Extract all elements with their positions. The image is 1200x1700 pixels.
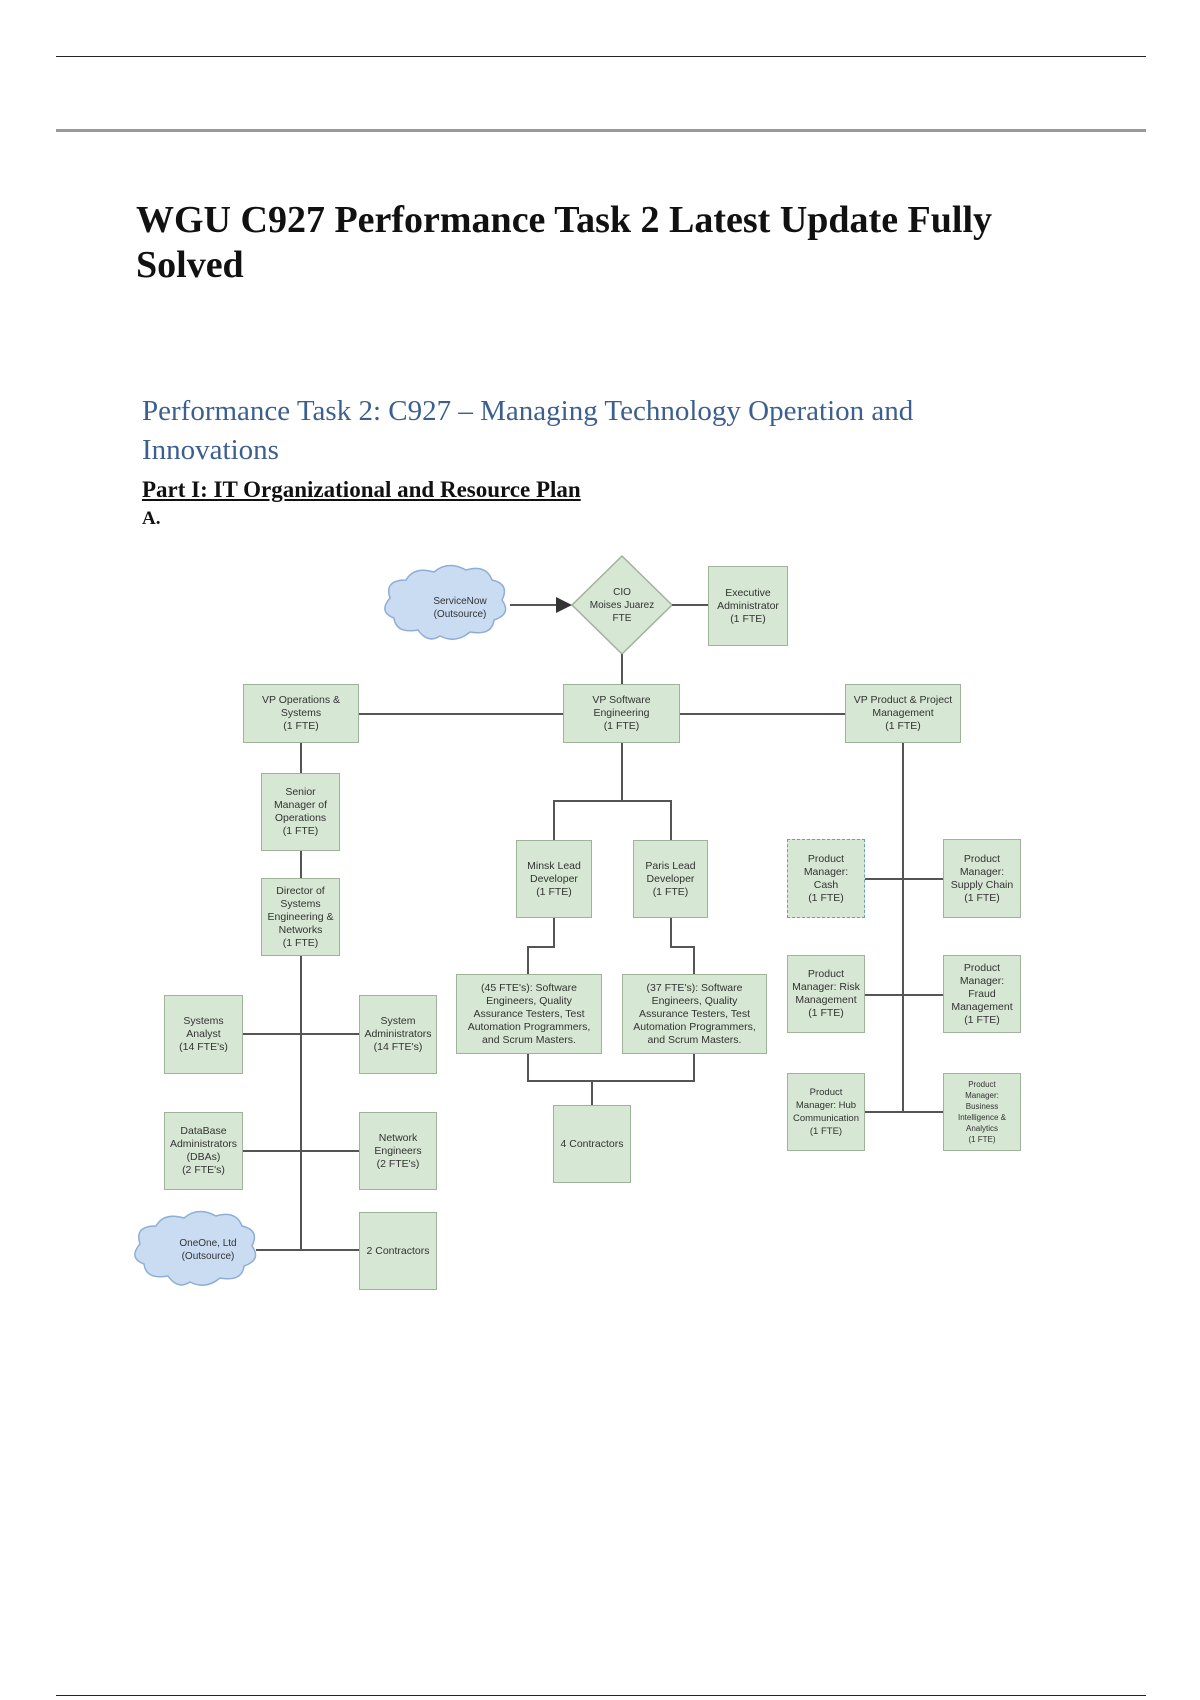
vp-software-node: VP Software Engineering (1 FTE)	[563, 684, 680, 743]
section-letter: A.	[142, 508, 161, 529]
oneone-outsource: OneOne, Ltd (Outsource)	[179, 1238, 237, 1262]
minsk-lead-node: Minsk Lead Developer (1 FTE)	[516, 840, 592, 918]
four-contractors-node: 4 Contractors	[553, 1105, 631, 1183]
pm-bi-node: Product Manager: Business Intelligence &…	[943, 1073, 1021, 1151]
system-admins-node: System Administrators (14 FTE's)	[359, 995, 437, 1074]
header-rule	[56, 129, 1146, 132]
two-contractors-node: 2 Contractors	[359, 1212, 437, 1290]
bottom-rule	[56, 1695, 1146, 1696]
vp-ops-node: VP Operations & Systems (1 FTE)	[243, 684, 359, 743]
minsk-team-node: (45 FTE's): Software Engineers, Quality …	[456, 974, 602, 1054]
vp-product-node: VP Product & Project Management (1 FTE)	[845, 684, 961, 743]
servicenow-outsource: ServiceNow (Outsource)	[433, 596, 487, 620]
document-subtitle: Performance Task 2: C927 – Managing Tech…	[142, 395, 914, 466]
pm-hub-node: Product Manager: Hub Communication (1 FT…	[787, 1073, 865, 1151]
systems-analyst-node: Systems Analyst (14 FTE's)	[164, 995, 243, 1074]
pm-supply-chain-node: Product Manager: Supply Chain (1 FTE)	[943, 839, 1021, 918]
network-engineers-node: Network Engineers (2 FTE's)	[359, 1112, 437, 1190]
senior-manager-ops-node: Senior Manager of Operations (1 FTE)	[261, 773, 340, 851]
oneone-cloud	[134, 1210, 257, 1286]
document-title: WGU C927 Performance Task 2 Latest Updat…	[136, 199, 993, 286]
pm-cash-node: Product Manager: Cash (1 FTE)	[787, 839, 865, 918]
paris-lead-node: Paris Lead Developer (1 FTE)	[633, 840, 708, 918]
part-heading: Part I: IT Organizational and Resource P…	[142, 477, 581, 502]
director-systems-node: Director of Systems Engineering & Networ…	[261, 878, 340, 956]
pm-risk-node: Product Manager: Risk Management (1 FTE)	[787, 955, 865, 1033]
top-rule	[56, 56, 1146, 57]
exec-admin-node: Executive Administrator (1 FTE)	[708, 566, 788, 646]
cio-node: CIO Moises Juarez FTE	[589, 586, 655, 624]
dba-node: DataBase Administrators (DBAs) (2 FTE's)	[164, 1112, 243, 1190]
servicenow-cloud	[384, 564, 507, 640]
pm-fraud-node: Product Manager: Fraud Management (1 FTE…	[943, 955, 1021, 1033]
paris-team-node: (37 FTE's): Software Engineers, Quality …	[622, 974, 767, 1054]
